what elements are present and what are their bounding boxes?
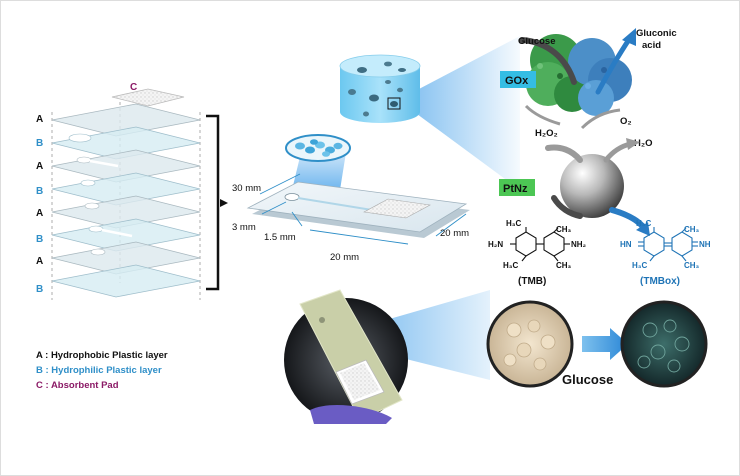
o2-arrow — [580, 108, 621, 130]
layer-label-7: A — [36, 256, 43, 267]
h2o2-in-arrow — [545, 144, 583, 163]
tmb-h2n: H₂N — [488, 240, 503, 249]
h2o2-label: H₂O₂ — [535, 128, 558, 139]
tmb-label: (TMB) — [518, 276, 546, 287]
legend-absorbent: C : Absorbent Pad — [36, 380, 119, 391]
layer-stack: C A B A B A B A B — [36, 82, 201, 300]
tmbox-h3c-top: H₃C — [636, 219, 651, 228]
tmb-structure — [510, 227, 570, 262]
tmbox-arrowhead — [636, 222, 650, 236]
layer-4 — [51, 172, 201, 206]
tmb-ch3-top: CH₃ — [556, 225, 572, 234]
tmbox-ch3-top: CH₃ — [684, 225, 700, 234]
gluconic-label-1: Gluconic — [636, 28, 677, 39]
gluconic-label-2: acid — [642, 40, 661, 51]
tmbox-nh: NH — [699, 240, 711, 249]
hydrogel-cylinder — [339, 54, 421, 123]
layer-1 — [51, 103, 201, 137]
zoom-beam-gox — [398, 36, 520, 190]
tmbox-structure — [638, 227, 698, 262]
glucose-in-arrow — [519, 37, 577, 85]
gluconic-arrowhead — [622, 28, 636, 46]
zoom-beam-photo — [386, 290, 490, 380]
legend-hydrophobic: A : Hydrophobic Plastic layer — [36, 350, 168, 361]
tmb-ch3-bot: CH₃ — [556, 261, 572, 270]
ptnz-badge — [499, 179, 535, 196]
layer-7 — [51, 241, 201, 275]
dim-3mm: 3 mm — [232, 222, 256, 233]
h2o-label: H₂O — [634, 138, 652, 149]
tmb-h3c-bot: H₃C — [503, 261, 518, 270]
layer-label-2: B — [36, 138, 43, 149]
tmbox-label: (TMBox) — [640, 276, 680, 287]
layer-8 — [51, 264, 201, 298]
gox-label: GOx — [505, 75, 529, 87]
layer-label-4: B — [36, 186, 43, 197]
h2o-arrowhead — [626, 138, 640, 150]
layer-2 — [51, 126, 201, 160]
dim-20mm-length: 20 mm — [330, 252, 359, 263]
tmbox-ch3-bot: CH₃ — [684, 261, 700, 270]
dim-1-5mm: 1.5 mm — [264, 232, 296, 243]
pad-label: C — [130, 82, 137, 93]
layer-label-8: B — [36, 284, 43, 295]
paper-device — [246, 181, 470, 238]
ptnz-label: PtNz — [503, 183, 528, 195]
layer-6 — [51, 218, 201, 252]
device-photo — [284, 289, 408, 424]
absorbent-pad — [111, 88, 185, 107]
layer-label-6: B — [36, 234, 43, 245]
layer-label-5: A — [36, 208, 43, 219]
dimension-lines — [259, 173, 467, 245]
o2-label: O₂ — [620, 116, 632, 127]
bead-zoom — [285, 134, 351, 162]
dim-30mm: 30 mm — [232, 183, 261, 194]
tmbox-hn: HN — [620, 240, 632, 249]
layer-3 — [51, 149, 201, 183]
dim-20mm-width: 20 mm — [440, 228, 469, 239]
color-change-arrow — [582, 328, 628, 360]
photo-glucose-label: Glucose — [562, 372, 613, 387]
after-zoom — [620, 300, 708, 388]
gox-badge — [500, 71, 536, 88]
before-zoom — [486, 300, 574, 388]
legend-hydrophilic: B : Hydrophilic Plastic layer — [36, 365, 162, 376]
tmb-in-arrow — [551, 195, 583, 219]
layer-label-3: A — [36, 161, 43, 172]
tmb-nh2: NH₂ — [571, 240, 587, 249]
layer-5 — [51, 195, 201, 229]
h2o2-out-arrow — [524, 104, 561, 126]
layer-label-1: A — [36, 114, 43, 125]
tmbox-h3c-bot: H₃C — [632, 261, 647, 270]
stack-bracket — [206, 114, 228, 291]
ptnz-nanozyme — [560, 154, 624, 218]
tmb-h3c-top: H₃C — [506, 219, 521, 228]
glucose-label: Glucose — [518, 36, 556, 47]
h2o-out-arrow — [603, 141, 633, 163]
